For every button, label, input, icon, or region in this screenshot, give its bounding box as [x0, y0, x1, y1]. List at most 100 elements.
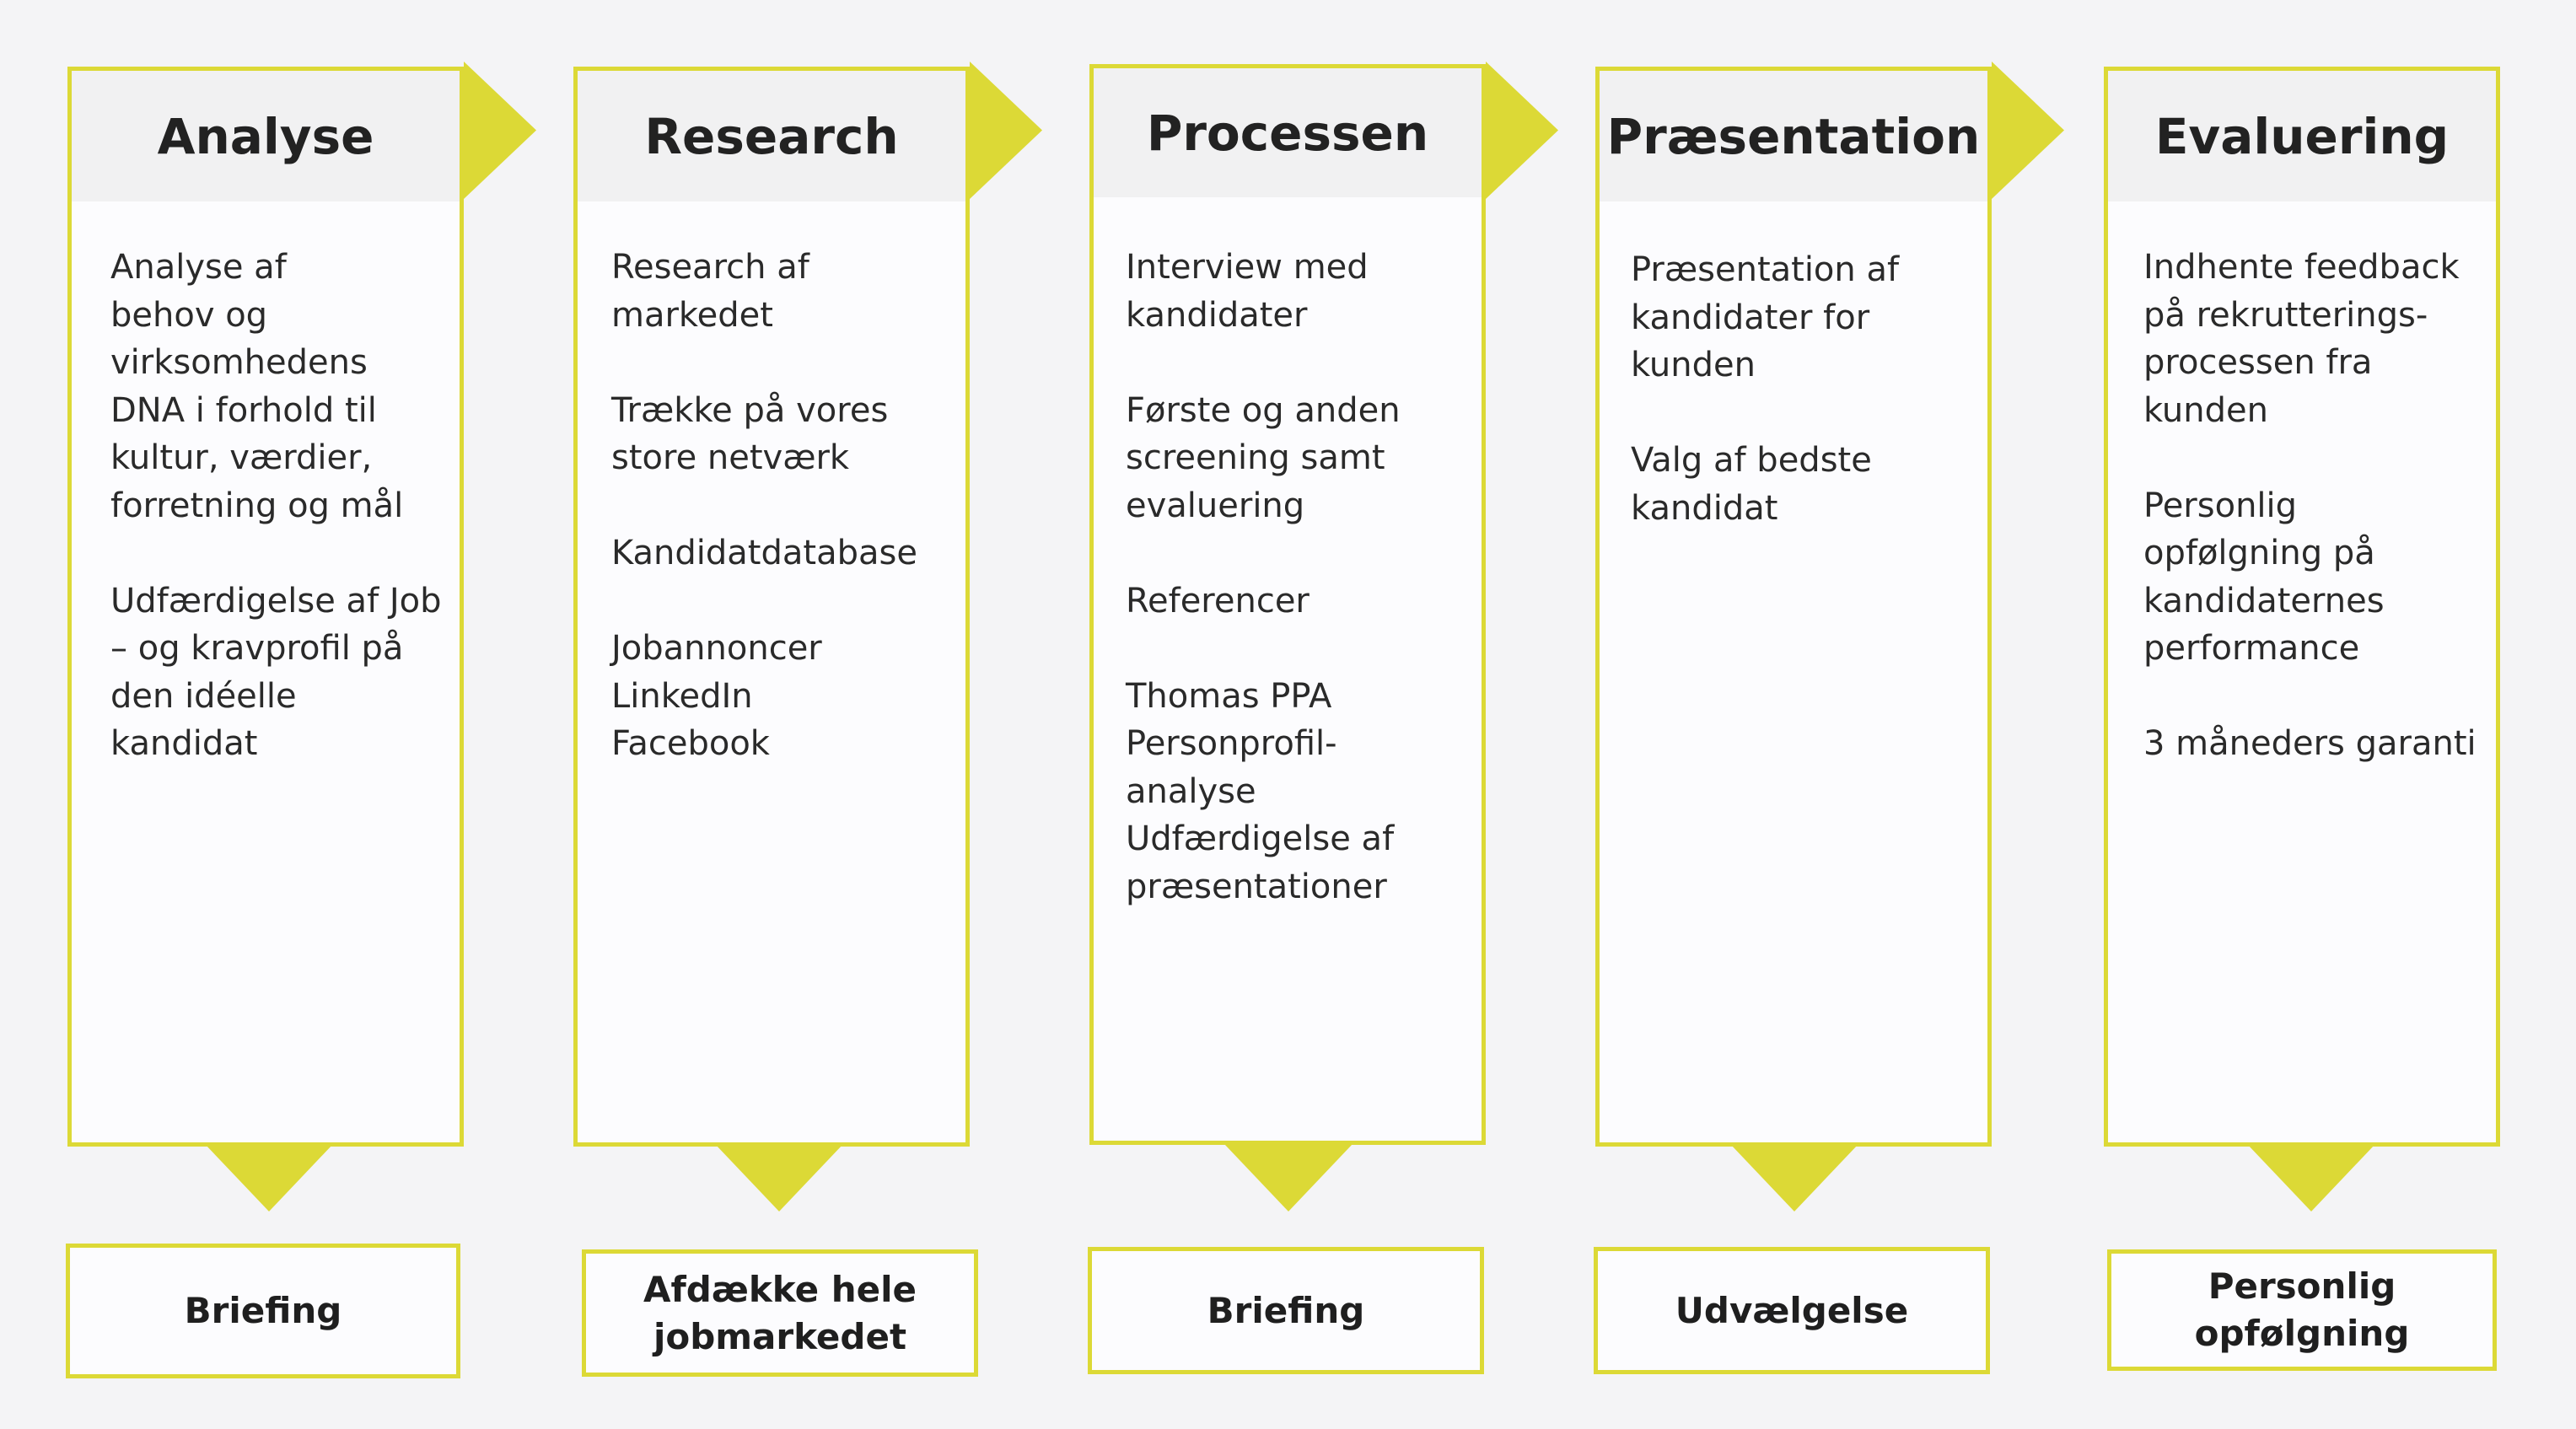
step-text-line: Research af	[611, 248, 809, 287]
step-text-line: kunden	[2143, 390, 2268, 430]
line-gap	[1126, 339, 1466, 387]
line-gap	[2143, 434, 2491, 482]
step-text-line: Facebook	[611, 724, 770, 763]
step-title: Analyse	[157, 107, 374, 165]
step-text-line: Interview med	[1126, 248, 1369, 287]
outcome-box: Briefing	[66, 1244, 460, 1378]
outcome-label-line: opfølgning	[2194, 1313, 2410, 1354]
line-gap	[1126, 529, 1466, 578]
line-gap	[110, 529, 444, 578]
step-text-line: screening samt	[1126, 438, 1385, 477]
line-gap	[611, 578, 950, 626]
step-title: Processen	[1146, 104, 1429, 162]
step-text-line: – og kravprofil på	[110, 629, 404, 668]
outcome-box: Briefing	[1088, 1247, 1484, 1374]
step-text-line: evaluering	[1126, 486, 1305, 525]
outcome-label-line: Briefing	[184, 1290, 342, 1331]
step-text-line: kandidaternes	[2143, 581, 2385, 620]
step-title: Præsentation	[1606, 107, 1981, 165]
step-header: Research	[578, 71, 965, 201]
step-text-line: Personlig	[2143, 486, 2298, 525]
step-text-line: 3 måneders garanti	[2143, 724, 2477, 763]
step-text-line: Valg af bedste	[1631, 441, 1872, 480]
step-text-line: kandidater for	[1631, 298, 1870, 337]
step-text-line: kandidat	[110, 724, 258, 763]
step-text-line: opfølgning på	[2143, 534, 2375, 572]
step-text-line: på rekrutterings-	[2143, 295, 2428, 335]
outcome-box: Personlig opfølgning	[2107, 1249, 2497, 1371]
step-title: Evaluering	[2154, 107, 2450, 165]
outcome-box: Udvælgelse	[1594, 1247, 1990, 1374]
right-arrow-icon	[1486, 62, 1558, 199]
line-gap	[1631, 389, 1972, 438]
step-text-line: kandidat	[1631, 488, 1778, 528]
step-panel: Præsentation Præsentation af kandidater f…	[1595, 67, 1992, 1147]
step-body: Indhente feedback på rekrutterings-proces…	[2143, 244, 2491, 768]
step-text-line: Kandidatdatabase	[611, 534, 917, 572]
step-text-line: processen fra	[2143, 343, 2373, 382]
step-header: Analyse	[72, 71, 460, 201]
step-text-line: kunden	[1631, 346, 1756, 384]
down-arrow-icon	[205, 1144, 333, 1211]
step-panel: Evaluering Indhente feedback på rekrutter…	[2104, 67, 2500, 1147]
step-text-line: DNA i forhold til	[110, 390, 377, 430]
right-arrow-icon	[970, 62, 1042, 199]
step-text-line: Jobannoncer	[611, 629, 822, 668]
line-gap	[611, 339, 950, 387]
step-text-line: Trække på vores	[611, 390, 889, 430]
line-gap	[611, 482, 950, 530]
step-text-line: kultur, værdier,	[110, 438, 373, 477]
step-text-line: performance	[2143, 629, 2360, 668]
outcome-label-line: Personlig	[2208, 1265, 2396, 1307]
step-text-line: Referencer	[1126, 581, 1310, 620]
step-text-line: Thomas PPA	[1126, 676, 1332, 716]
right-arrow-icon	[464, 62, 536, 199]
down-arrow-icon	[715, 1144, 843, 1211]
step-text-line: Udfærdigelse af Job	[110, 581, 442, 620]
step-text-line: Analyse af	[110, 248, 287, 287]
step-text-line: Indhente feedback	[2143, 248, 2460, 287]
down-arrow-icon	[1730, 1144, 1858, 1211]
down-arrow-icon	[2247, 1144, 2375, 1211]
step-text-line: den idéelle	[110, 676, 297, 716]
step-text-line: kandidater	[1126, 295, 1308, 335]
step-header: Præsentation	[1600, 71, 1987, 201]
outcome-label-line: Udvælgelse	[1675, 1289, 1909, 1331]
line-gap	[2143, 673, 2491, 721]
step-text-line: Præsentation af	[1631, 250, 1900, 289]
step-text-line: præsentationer	[1126, 867, 1387, 906]
step-text-line: Personprofil-	[1126, 724, 1337, 763]
outcome-box: Afdække hele jobmarkedet	[582, 1249, 978, 1377]
step-text-line: behov og	[110, 295, 268, 335]
step-text-line: forretning og mål	[110, 486, 404, 525]
step-text-line: Udfærdigelse af	[1126, 819, 1395, 858]
right-arrow-icon	[1992, 62, 2064, 199]
step-title: Research	[644, 107, 899, 165]
step-text-line: store netværk	[611, 438, 850, 477]
down-arrow-icon	[1224, 1144, 1353, 1211]
outcome-label-line: Briefing	[1207, 1289, 1365, 1331]
step-praesentation: Præsentation Præsentation af kandidater f…	[1594, 0, 2064, 1429]
outcome-label-line: jobmarkedet	[653, 1315, 907, 1357]
step-text-line: analyse	[1126, 771, 1256, 811]
outcome-label-line: Afdække hele	[643, 1268, 917, 1310]
step-text-line: Første og anden	[1126, 390, 1401, 430]
step-text-line: markedet	[611, 295, 773, 335]
line-gap	[1126, 625, 1466, 673]
step-text-line: virksomhedens	[110, 343, 368, 382]
step-evaluering: Evaluering Indhente feedback på rekrutter…	[2104, 0, 2500, 1429]
step-header: Evaluering	[2108, 71, 2496, 201]
step-text-line: LinkedIn	[611, 676, 753, 716]
step-header: Processen	[1094, 68, 1482, 197]
